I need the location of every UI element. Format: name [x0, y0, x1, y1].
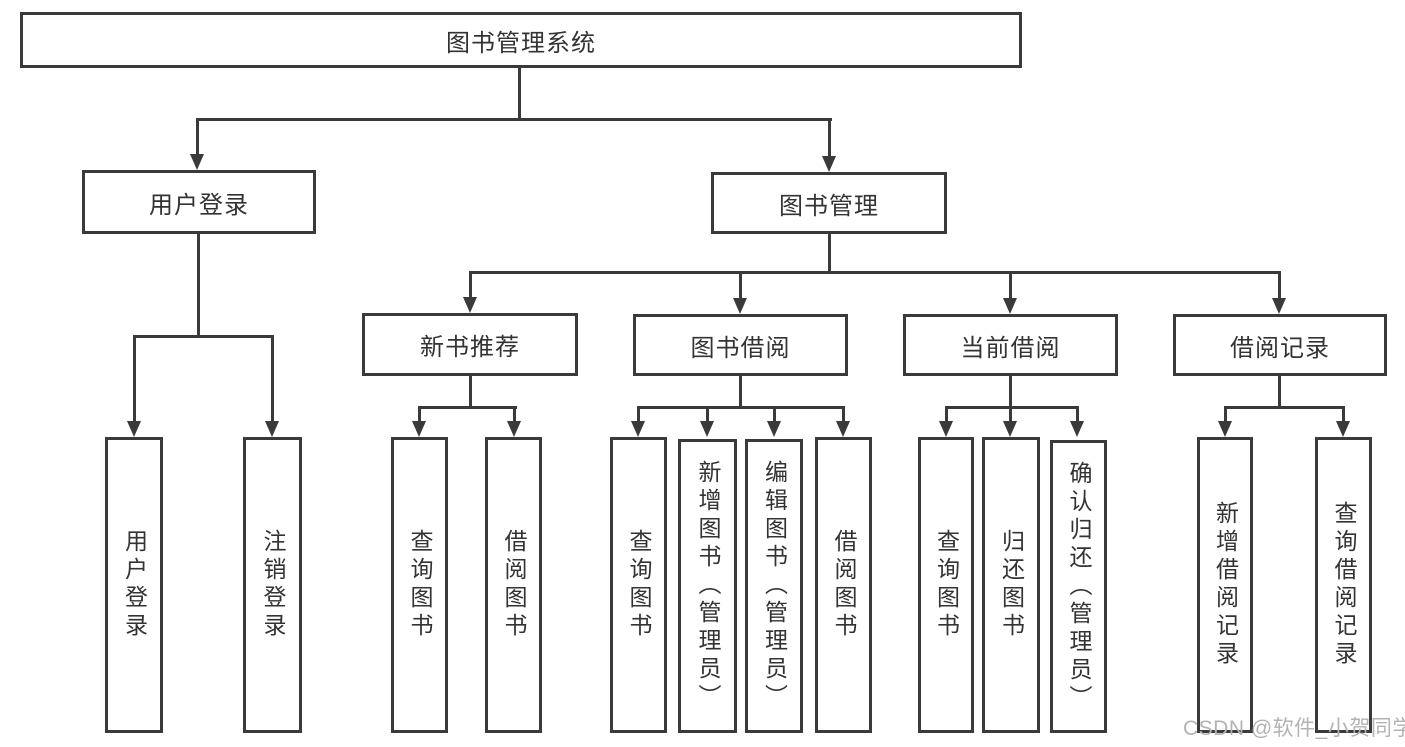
connector-line — [469, 376, 472, 409]
node-leaf-borrow-books-2: 借阅图书 — [815, 437, 872, 733]
connector-line — [1278, 376, 1281, 409]
node-label: 用户登录 — [149, 191, 249, 219]
node-leaf-add-books-admin: 新增图书（管理员） — [678, 439, 737, 733]
node-label: 用户登录 — [121, 529, 148, 641]
connector-line — [773, 406, 776, 423]
arrow-down-icon — [412, 421, 426, 437]
node-leaf-borrow-books-1: 借阅图书 — [485, 437, 542, 733]
connector-line — [1009, 376, 1012, 409]
node-label: 借阅图书 — [501, 529, 527, 641]
connector-line — [133, 335, 274, 338]
node-label: 图书借阅 — [690, 334, 791, 362]
arrow-down-icon — [1336, 421, 1350, 437]
connector-line — [706, 406, 709, 423]
connector-line — [739, 271, 742, 300]
arrow-down-icon — [1272, 298, 1286, 314]
node-new-book-recommend: 新书推荐 — [362, 313, 578, 376]
node-label: 编辑图书（管理员） — [761, 460, 788, 712]
connector-line — [945, 406, 1079, 409]
node-leaf-user-login: 用户登录 — [105, 437, 163, 733]
node-label: 查询图书 — [407, 529, 433, 641]
connector-line — [197, 234, 200, 338]
node-label: 新增图书（管理员） — [695, 460, 721, 712]
node-user-login: 用户登录 — [82, 170, 316, 234]
connector-line — [469, 271, 1281, 274]
arrow-down-icon — [127, 421, 141, 437]
connector-line — [842, 406, 845, 423]
arrow-down-icon — [836, 421, 850, 437]
connector-line — [945, 406, 948, 423]
connector-line — [418, 406, 421, 423]
node-label: 借阅记录 — [1230, 334, 1330, 362]
node-label: 查询借阅记录 — [1331, 501, 1357, 669]
node-label: 借阅图书 — [831, 529, 857, 641]
connector-line — [637, 406, 844, 409]
connector-line — [196, 118, 199, 156]
node-leaf-return-books: 归还图书 — [982, 437, 1040, 733]
arrow-down-icon — [507, 421, 521, 437]
node-leaf-confirm-return-admin: 确认归还（管理员） — [1050, 440, 1107, 733]
node-label: 查询图书 — [933, 529, 960, 641]
csdn-watermark: CSDN @软件_小贺同学 — [1183, 717, 1405, 740]
node-borrow-records: 借阅记录 — [1173, 314, 1387, 376]
connector-line — [1278, 271, 1281, 300]
node-label: 注销登录 — [260, 529, 286, 641]
connector-line — [1342, 406, 1345, 423]
arrow-down-icon — [463, 297, 477, 313]
arrow-down-icon — [733, 298, 747, 314]
arrow-down-icon — [631, 421, 645, 437]
node-leaf-edit-books-admin: 编辑图书（管理员） — [745, 439, 803, 733]
node-leaf-query-books-2: 查询图书 — [610, 437, 667, 733]
connector-line — [1009, 406, 1012, 423]
connector-line — [133, 335, 136, 423]
node-system-root: 图书管理系统 — [20, 12, 1022, 68]
arrow-down-icon — [1003, 421, 1017, 437]
node-leaf-add-borrow-record: 新增借阅记录 — [1197, 437, 1253, 733]
node-label: 确认归还（管理员） — [1066, 460, 1092, 713]
node-label: 图书管理系统 — [446, 29, 596, 57]
node-label: 新书推荐 — [420, 334, 520, 361]
node-label: 归还图书 — [998, 529, 1025, 641]
node-leaf-logout: 注销登录 — [243, 437, 302, 733]
arrow-down-icon — [190, 154, 204, 170]
node-leaf-query-borrow-record: 查询借阅记录 — [1315, 437, 1372, 733]
arrow-down-icon — [767, 421, 781, 437]
node-label: 新增借阅记录 — [1212, 501, 1239, 669]
connector-line — [1009, 271, 1012, 300]
node-label: 图书管理 — [779, 192, 879, 220]
connector-line — [418, 406, 517, 409]
node-label: 当前借阅 — [960, 334, 1061, 362]
connector-line — [469, 271, 472, 299]
connector-line — [196, 118, 832, 121]
connector-line — [739, 376, 742, 409]
arrow-down-icon — [700, 421, 714, 437]
node-leaf-query-books-1: 查询图书 — [391, 437, 448, 733]
arrow-down-icon — [1070, 421, 1084, 437]
connector-line — [1076, 406, 1079, 423]
connector-line — [518, 68, 521, 120]
connector-line — [1224, 406, 1345, 409]
node-leaf-query-books-3: 查询图书 — [918, 437, 974, 733]
connector-line — [513, 406, 516, 423]
arrow-down-icon — [939, 421, 953, 437]
connector-line — [1224, 406, 1227, 423]
node-label: 查询图书 — [626, 529, 652, 641]
arrow-down-icon — [265, 421, 279, 437]
connector-line — [828, 234, 831, 274]
node-current-borrow: 当前借阅 — [903, 314, 1118, 376]
connector-line — [828, 118, 831, 158]
connector-line — [271, 335, 274, 423]
arrow-down-icon — [822, 156, 836, 172]
node-book-borrow: 图书借阅 — [633, 314, 848, 376]
connector-line — [637, 406, 640, 423]
arrow-down-icon — [1218, 421, 1232, 437]
arrow-down-icon — [1003, 298, 1017, 314]
node-book-management: 图书管理 — [711, 172, 947, 234]
